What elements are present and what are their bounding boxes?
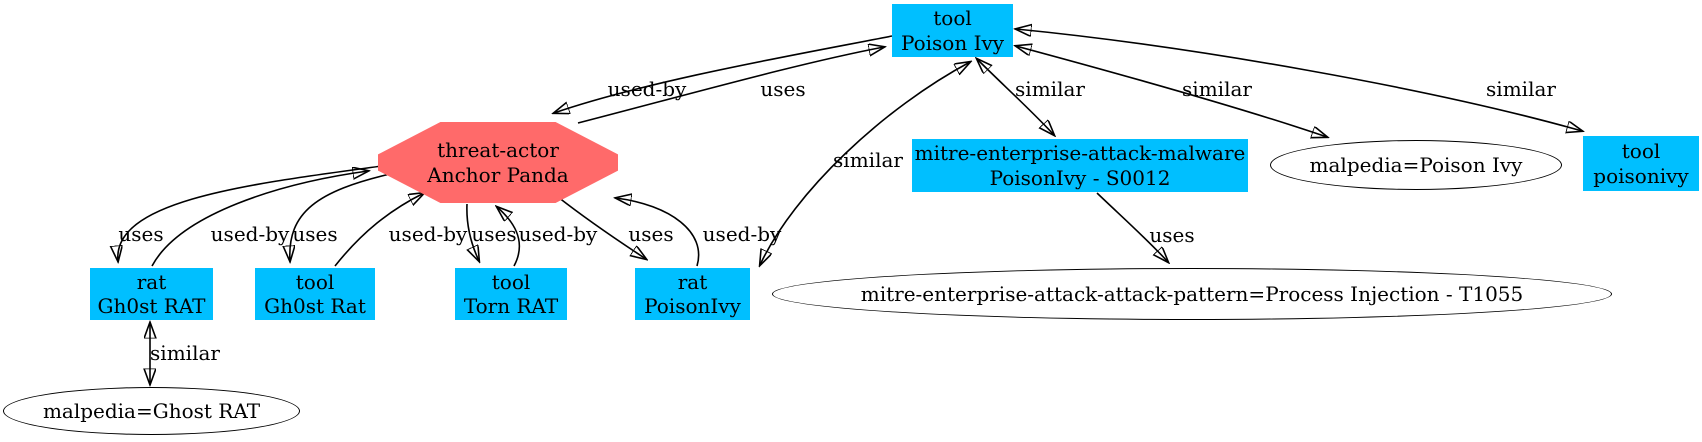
node-name-label: PoisonIvy xyxy=(644,294,741,318)
edge-label-uses: uses xyxy=(628,222,674,246)
node-name-label: mitre-enterprise-attack-attack-pattern=P… xyxy=(860,281,1524,306)
edge-poisonivy-rat-used-by-anchor-panda xyxy=(616,198,700,267)
edge-anchor-panda-uses-poisonivy-rat xyxy=(557,196,646,259)
edge-label-uses: uses xyxy=(118,222,164,246)
edge-anchor-panda-uses-gh0st-rat-tool xyxy=(290,173,391,261)
edge-label-similar: similar xyxy=(833,148,903,172)
node-rat-gh0st-rat[interactable]: rat Gh0st RAT xyxy=(90,268,213,320)
edge-anchor-panda-uses-poison-ivy xyxy=(577,47,884,124)
node-malpedia-ghost-rat[interactable]: malpedia=Ghost RAT xyxy=(3,387,300,435)
node-type-label: threat-actor xyxy=(437,138,559,163)
edge-label-uses: uses xyxy=(471,222,517,246)
node-type-label: mitre-enterprise-attack-malware xyxy=(914,141,1246,166)
node-type-label: tool xyxy=(491,269,531,294)
edge-label-uses: uses xyxy=(760,77,806,101)
node-name-label: Gh0st RAT xyxy=(97,294,206,318)
node-name-label: Torn RAT xyxy=(463,294,559,318)
edge-gh0st-rat-used-by-anchor-panda xyxy=(151,171,368,267)
node-attack-pattern-process-injection[interactable]: mitre-enterprise-attack-attack-pattern=P… xyxy=(772,268,1612,320)
edge-label-used-by: used-by xyxy=(607,77,687,101)
edge-poison-ivy-used-by-anchor-panda xyxy=(554,35,893,113)
edge-label-used-by: used-by xyxy=(388,222,468,246)
node-tool-gh0st-rat[interactable]: tool Gh0st Rat xyxy=(255,268,375,320)
node-name-label: malpedia=Poison Ivy xyxy=(1309,152,1523,177)
node-threat-actor-anchor-panda[interactable]: threat-actor Anchor Panda xyxy=(378,122,618,203)
node-name-label: malpedia=Ghost RAT xyxy=(42,398,261,423)
edge-poisonivy-rat-similar-poison-ivy xyxy=(760,62,970,265)
edge-poison-ivy-similar-tool-poisonivy xyxy=(1016,29,1582,131)
node-type-label: rat xyxy=(136,269,167,294)
edge-anchor-panda-uses-torn-rat xyxy=(467,203,479,261)
node-tool-torn-rat[interactable]: tool Torn RAT xyxy=(455,268,567,320)
edge-label-uses: uses xyxy=(292,222,338,246)
edge-label-used-by: used-by xyxy=(702,222,782,246)
node-name-label: Poison Ivy xyxy=(900,30,1005,55)
node-name-label: poisonivy xyxy=(1593,163,1689,188)
node-tool-poisonivy[interactable]: tool poisonivy xyxy=(1583,136,1699,191)
edge-label-similar: similar xyxy=(1486,77,1556,101)
node-malpedia-poison-ivy[interactable]: malpedia=Poison Ivy xyxy=(1270,140,1562,190)
node-rat-poisonivy[interactable]: rat PoisonIvy xyxy=(635,268,750,320)
edge-label-uses: uses xyxy=(1149,223,1195,247)
edge-label-similar: similar xyxy=(1015,77,1085,101)
node-name-label: Gh0st Rat xyxy=(264,294,366,318)
node-type-label: tool xyxy=(295,269,335,294)
edge-mitre-malware-uses-attack-pattern xyxy=(1096,192,1168,262)
node-type-label: tool xyxy=(1621,139,1661,164)
node-type-label: tool xyxy=(933,6,972,31)
node-tool-poison-ivy[interactable]: tool Poison Ivy xyxy=(892,4,1013,57)
node-mitre-malware-poisonivy[interactable]: mitre-enterprise-attack-malware PoisonIv… xyxy=(912,139,1248,192)
edge-torn-rat-used-by-anchor-panda xyxy=(497,207,521,267)
edge-label-used-by: used-by xyxy=(210,222,290,246)
edge-label-used-by: used-by xyxy=(518,222,598,246)
node-name-label: PoisonIvy - S0012 xyxy=(989,165,1171,190)
edge-label-similar: similar xyxy=(150,341,220,365)
node-type-label: rat xyxy=(677,269,708,294)
edge-label-similar: similar xyxy=(1182,77,1252,101)
node-name-label: Anchor Panda xyxy=(427,162,569,187)
edge-anchor-panda-uses-gh0st-rat xyxy=(118,165,383,261)
edge-gh0st-rat-tool-used-by-anchor-panda xyxy=(334,193,424,267)
